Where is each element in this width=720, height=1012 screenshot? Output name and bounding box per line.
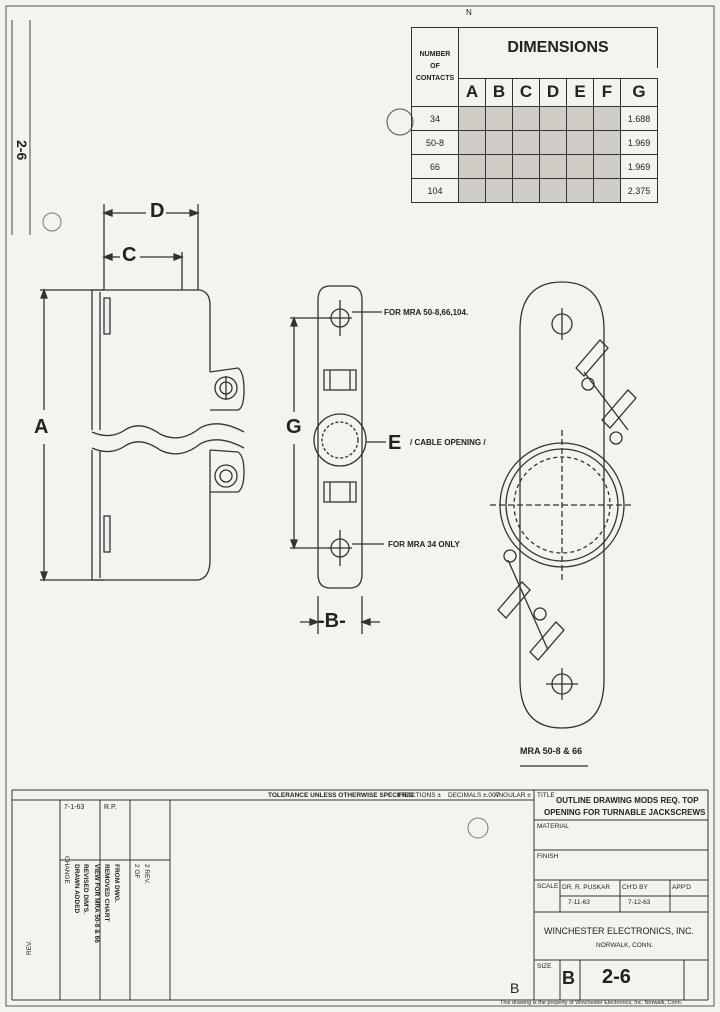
header-contacts: NUMBER OF CONTACTS: [411, 27, 459, 107]
revision-marker: B: [510, 980, 520, 996]
property-note: This drawing is the property of Winchest…: [500, 1000, 683, 1006]
angular-note: ANGULAR ±: [494, 792, 531, 799]
finish-label: FINISH: [537, 853, 559, 860]
dim-e-label: E: [388, 432, 402, 454]
rev-entry: FROM DWG.: [113, 864, 120, 903]
side-view: [40, 204, 245, 582]
col-e: E: [566, 77, 594, 108]
title-label: TITLE: [537, 792, 555, 799]
approved-label: APP'D: [672, 884, 691, 891]
dim-d-label: D: [150, 200, 165, 222]
rev-entry: VIEW FOR MRA 50-8 & 66: [93, 864, 100, 943]
dim-a-label: A: [34, 416, 49, 438]
rev-entry: 2 OF: [133, 864, 140, 879]
rev-entry: REVISED DIM'S.: [82, 864, 89, 914]
table-row: 104 2.375: [411, 178, 658, 203]
col-g: G: [620, 77, 658, 108]
decimals-note: DECIMALS ±.007: [448, 792, 500, 799]
size-label: SIZE: [537, 963, 552, 970]
drawn-by: DR. R. PUSKAR: [562, 884, 611, 891]
col-d: D: [539, 77, 567, 108]
col-a: A: [458, 77, 486, 108]
rev-by: R.P.: [104, 804, 117, 811]
mra-caption: MRA 50-8 & 66: [520, 746, 583, 756]
title-block-lines: [11, 789, 709, 1001]
table-row: 66 1.969: [411, 154, 658, 179]
dim-g-label: G: [286, 416, 302, 438]
col-c: C: [512, 77, 540, 108]
rev-entry: REMOVED CHART: [103, 864, 110, 922]
row-g: 1.688: [620, 106, 658, 131]
drawing-number: 2-6: [602, 966, 631, 988]
title-line-2: OPENING FOR TURNABLE JACKSCREWS: [544, 808, 706, 817]
material-label: MATERIAL: [537, 823, 570, 830]
top-mark: N: [466, 8, 472, 17]
row-g: 1.969: [620, 130, 658, 155]
rev-entry: DRAWN ADDED: [73, 864, 80, 914]
checked-by: CH'D BY: [622, 884, 648, 891]
change-label: CHANGE: [63, 856, 70, 884]
row-g: 2.375: [620, 178, 658, 203]
dim-c-label: C: [122, 244, 137, 266]
mra-view: [490, 281, 637, 767]
row-contacts: 104: [411, 178, 459, 203]
tolerance-note: TOLERANCE UNLESS OTHERWISE SPECIFIED: [268, 792, 414, 799]
table-row: 34 1.688: [411, 106, 658, 131]
company-name: WINCHESTER ELECTRONICS, INC.: [544, 926, 695, 936]
scale-label: SCALE: [537, 883, 559, 890]
front-view: [290, 285, 386, 634]
col-f: F: [593, 77, 621, 108]
drawn-date: 7-11-63: [568, 899, 590, 906]
for-mra-50-note: FOR MRA 50-8,66,104.: [384, 308, 469, 317]
dimensions-table: NUMBER OF CONTACTS DIMENSIONS A B C D E …: [411, 27, 658, 203]
row-contacts: 50-8: [411, 130, 459, 155]
rev-label: REV.: [26, 940, 33, 955]
fractions-note: FRACTIONS ±: [398, 792, 441, 799]
size-value: B: [562, 968, 575, 988]
header-dimensions: DIMENSIONS: [458, 27, 658, 69]
table-row: 50-8 1.969: [411, 130, 658, 155]
row-contacts: 34: [411, 106, 459, 131]
rev-entry: 2 REV.: [143, 864, 150, 884]
col-b: B: [485, 77, 513, 108]
title-line-1: OUTLINE DRAWING MODS REQ. TOP: [556, 796, 699, 805]
for-mra-34-note: FOR MRA 34 ONLY: [388, 540, 460, 549]
left-strip-mark: 2-6: [14, 140, 30, 161]
rev-date: 7-1-63: [64, 804, 85, 811]
company-city: NORWALK, CONN.: [596, 942, 654, 949]
dim-b-label: -B-: [318, 610, 346, 632]
checked-date: 7-12-63: [628, 899, 651, 906]
row-contacts: 66: [411, 154, 459, 179]
row-g: 1.969: [620, 154, 658, 179]
cable-opening-note: / CABLE OPENING /: [410, 438, 486, 447]
